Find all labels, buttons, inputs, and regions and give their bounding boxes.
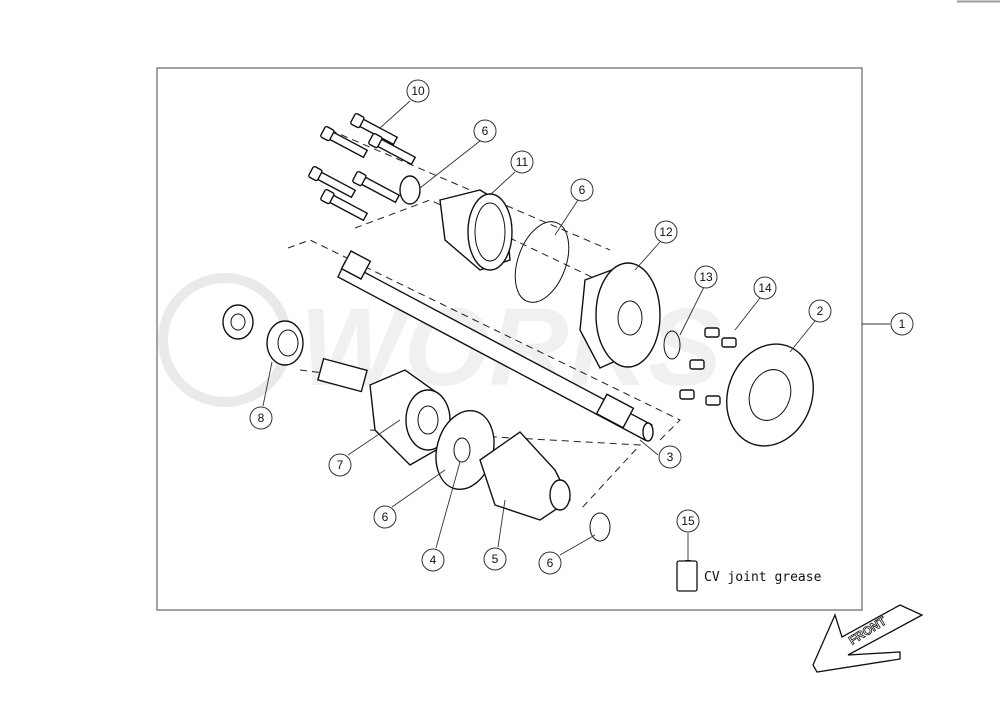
callout-12: 12 (654, 220, 678, 244)
callout-15: 15 (676, 509, 700, 533)
boot-part-5 (479, 431, 571, 521)
outer-cv-joint-part-7 (317, 357, 451, 466)
svg-text:12: 12 (659, 225, 673, 239)
svg-text:15: 15 (681, 514, 695, 528)
callout-3: 3 (658, 445, 682, 469)
callout-10: 10 (406, 79, 430, 103)
clamp-part-6-lower (589, 512, 611, 542)
callout-6: 6 (473, 119, 497, 143)
svg-text:2: 2 (817, 304, 824, 318)
callout-5: 5 (483, 547, 507, 571)
svg-text:8: 8 (258, 411, 265, 425)
circlip-part-13 (663, 330, 681, 360)
grease-box-icon (676, 560, 698, 592)
svg-text:7: 7 (337, 458, 344, 472)
svg-text:11: 11 (516, 155, 529, 169)
shaft-part-3 (337, 250, 654, 442)
svg-text:13: 13 (699, 270, 713, 284)
svg-text:10: 10 (411, 84, 425, 98)
callout-6: 6 (570, 178, 594, 202)
ring-part-4 (453, 437, 471, 463)
callout-8: 8 (249, 406, 273, 430)
svg-text:5: 5 (492, 552, 499, 566)
svg-text:4: 4 (430, 553, 437, 567)
svg-text:6: 6 (382, 510, 389, 524)
callout-13: 13 (694, 265, 718, 289)
svg-text:6: 6 (547, 556, 554, 570)
callout-2: 2 (808, 299, 832, 323)
callout-4: 4 (421, 548, 445, 572)
cv-joint-part-12 (579, 262, 661, 369)
flange-part-2 (726, 343, 814, 447)
nut-bearing-part-8 (222, 304, 304, 366)
callout-11: 11 (510, 150, 534, 174)
svg-text:6: 6 (482, 124, 489, 138)
front-direction-arrow: FRONT (812, 604, 924, 673)
svg-text:14: 14 (758, 281, 772, 295)
diagram-frame (156, 67, 863, 611)
callout-leaders (262, 100, 890, 560)
svg-text:6: 6 (579, 183, 586, 197)
callout-7: 7 (328, 453, 352, 477)
svg-text:3: 3 (667, 450, 674, 464)
ring-part-6 (514, 221, 570, 303)
callout-6: 6 (538, 551, 562, 575)
callout-6: 6 (373, 505, 397, 529)
legend-label: CV joint grease (704, 570, 822, 585)
boot-part-11 (439, 189, 513, 271)
callout-14: 14 (753, 276, 777, 300)
bolts-part-10 (308, 112, 417, 222)
clamp-part-6 (399, 175, 421, 205)
callout-1: 1 (890, 312, 914, 336)
svg-text:1: 1 (899, 317, 906, 331)
pins-part-14 (679, 327, 737, 406)
